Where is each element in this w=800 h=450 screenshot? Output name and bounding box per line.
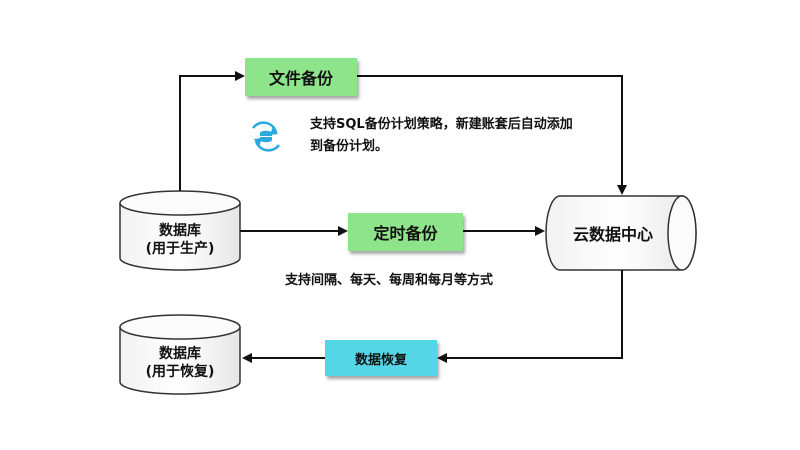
data-restore-box: 数据恢复 [325, 340, 437, 376]
arrow-cloud-to-data-restore [437, 270, 623, 363]
schedule-modes-text: 支持间隔、每天、每周和每月等方式 [285, 273, 494, 288]
cloud-center-label: 云数据中心 [572, 225, 653, 244]
db-production-text: 数据库 (用于生产) [120, 222, 240, 258]
cloud-center-label-wrap: 云数据中心 [548, 218, 678, 248]
db-restore-text: 数据库 (用于恢复) [120, 345, 240, 381]
sync-database-icon [251, 121, 281, 152]
cloud-center-shape [545, 195, 697, 271]
schedule-modes-note: 支持间隔、每天、每周和每月等方式 [285, 270, 493, 292]
db-production-title: 数据库 [159, 223, 201, 239]
arrow-db-to-file-backup [179, 71, 245, 191]
data-restore-label: 数据恢复 [354, 352, 407, 368]
db-restore-shape [119, 314, 241, 395]
file-backup-box: 文件备份 [245, 58, 357, 96]
scheduled-backup-box: 定时备份 [348, 213, 463, 251]
db-restore-title: 数据库 [159, 346, 201, 362]
arrow-file-backup-to-cloud [357, 75, 627, 195]
db-restore-subtitle: (用于恢复) [145, 364, 215, 380]
db-production-subtitle: (用于生产) [145, 241, 215, 257]
sql-policy-note: 支持SQL备份计划策略，新建账套后自动添加 到备份计划。 [310, 114, 573, 158]
file-backup-label: 文件备份 [268, 69, 333, 88]
sql-policy-line2: 到备份计划。 [310, 139, 389, 154]
sql-policy-line1: 支持SQL备份计划策略，新建账套后自动添加 [310, 117, 573, 132]
scheduled-backup-label: 定时备份 [373, 224, 438, 243]
